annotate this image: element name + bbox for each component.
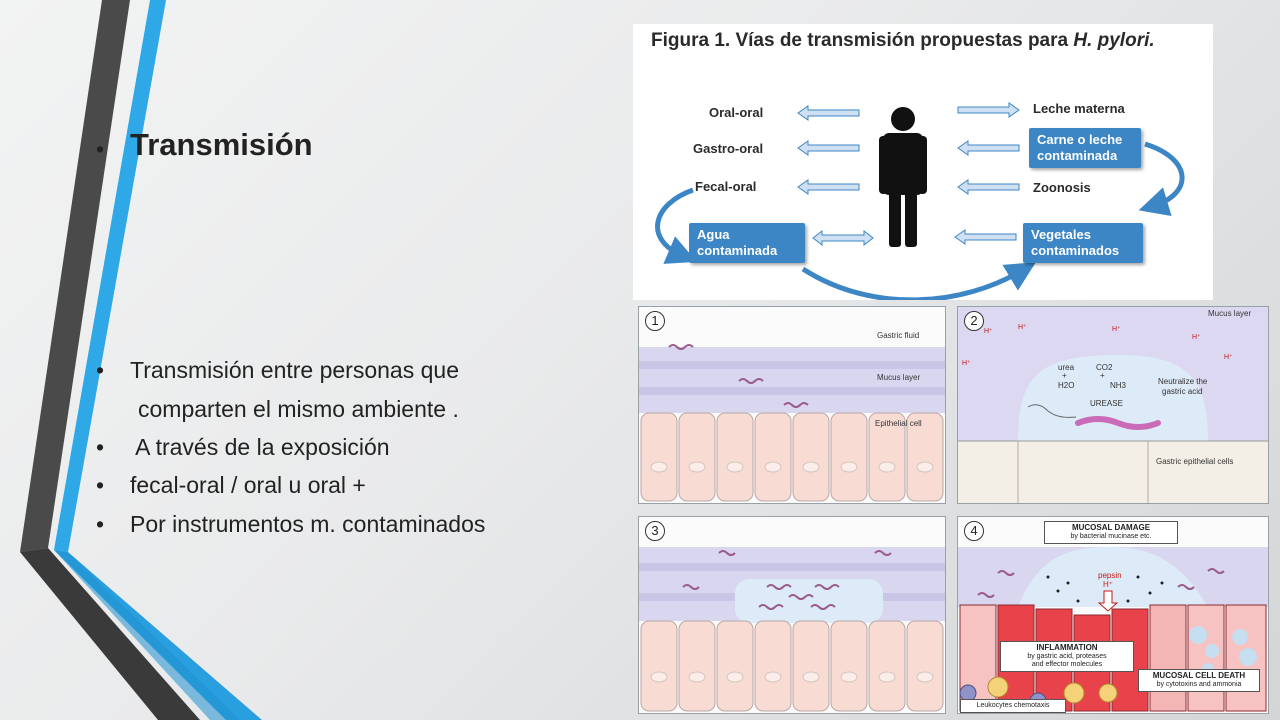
label-h-plus: H⁺: [1112, 326, 1121, 333]
label-urea: urea: [1058, 363, 1075, 372]
box-contaminated-water: Agua contaminada: [689, 223, 805, 263]
panel-number: 3: [645, 521, 665, 541]
label-mucus-layer: Mucus layer: [877, 373, 921, 382]
bullet-marker: •: [96, 357, 105, 383]
panel-number: 2: [964, 311, 984, 331]
box-contaminated-meat-milk: Carne o leche contaminada: [1029, 128, 1141, 168]
label-h-plus: H⁺: [984, 328, 993, 335]
label-urease: UREASE: [1090, 399, 1123, 408]
bullet-text: fecal-oral / oral u oral +: [130, 472, 366, 498]
bullet-marker: •: [96, 136, 105, 162]
panel-multiplication: 3: [638, 516, 946, 714]
bullet-text: Transmisión entre personas que: [130, 357, 459, 383]
note-leukocytes-chemotaxis: Leukocytes chemotaxis: [960, 699, 1066, 713]
bullet-marker: •: [96, 434, 105, 460]
label-epithelial-cell: Epithelial cell: [875, 419, 922, 428]
panel-1-illustration: [639, 344, 945, 502]
label-h-plus: H⁺: [1103, 580, 1113, 589]
label-gastric-epithelial-cells: Gastric epithelial cells: [1156, 457, 1234, 466]
route-oral-oral: Oral-oral: [709, 105, 764, 120]
slide-heading: Transmisión: [130, 127, 313, 162]
bullet-marker: •: [96, 511, 105, 537]
panel-4-illustration: [958, 547, 1268, 712]
label-h2o: H2O: [1058, 381, 1075, 390]
transmission-arrows: [655, 102, 1185, 300]
panel-3-illustration: [639, 547, 945, 712]
label-plus: +: [1062, 371, 1067, 380]
panel-number: 1: [645, 311, 665, 331]
route-zoonosis: Zoonosis: [1033, 180, 1091, 195]
box-contaminated-vegetables: Vegetales contaminados: [1023, 223, 1143, 263]
route-fecal-oral: Fecal-oral: [695, 179, 757, 194]
bullet-text: A través de la exposición: [130, 434, 390, 460]
panel-urease: 2 Mucus layer H⁺ H⁺ H⁺ H⁺ H⁺ H⁺ urea + H…: [957, 306, 1269, 504]
route-breast-milk: Leche materna: [1033, 101, 1125, 116]
label-pepsin: pepsin: [1098, 571, 1122, 580]
bullet-marker: •: [96, 472, 105, 498]
panel-colonization: 1 Gastric fluid Mucus layer Epithelial c…: [638, 306, 946, 504]
label-h-plus: H⁺: [1224, 354, 1233, 361]
label-h-plus: H⁺: [1018, 324, 1027, 331]
panel-number: 4: [964, 521, 984, 541]
label-h-plus: H⁺: [1192, 334, 1201, 341]
transmission-figure: Figura 1. Vías de transmisión propuestas…: [633, 24, 1213, 300]
label-co2: CO2: [1096, 363, 1113, 372]
label-gastric-fluid: Gastric fluid: [877, 331, 920, 340]
panel-2-illustration: [958, 307, 1268, 503]
bullet-text: comparten el mismo ambiente .: [138, 396, 459, 422]
label-h-plus: H⁺: [962, 360, 971, 367]
label-gastric-acid: gastric acid: [1162, 387, 1203, 396]
label-nh3: NH3: [1110, 381, 1127, 390]
decorative-stripes: [20, 0, 262, 720]
label-neutralize: Neutralize the: [1158, 377, 1208, 386]
figure-title: Figura 1. Vías de transmisión propuestas…: [651, 30, 1155, 51]
label-mucus-layer: Mucus layer: [1208, 309, 1252, 318]
route-gastro-oral: Gastro-oral: [693, 141, 764, 156]
bullet-text: Por instrumentos m. contaminados: [130, 511, 486, 537]
label-plus: +: [1100, 371, 1105, 380]
person-icon: [879, 107, 927, 247]
